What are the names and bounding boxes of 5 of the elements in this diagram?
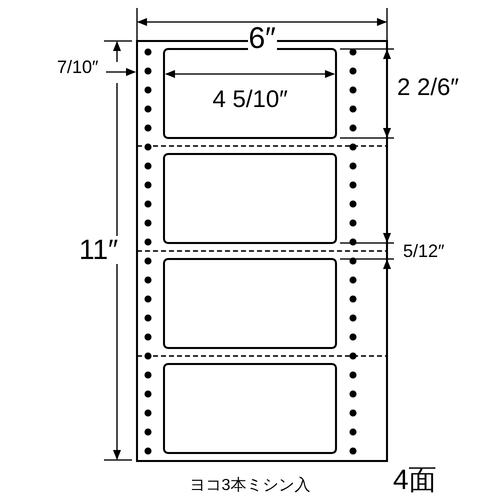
dimension-label: 5/12″ [402, 242, 446, 260]
dimension-label: 7/10″ [56, 58, 100, 76]
dimension-label: 11″ [78, 236, 119, 264]
face-count-label: 4面 [392, 466, 438, 494]
note-text: ヨコ3本ミシン入 [188, 478, 312, 494]
